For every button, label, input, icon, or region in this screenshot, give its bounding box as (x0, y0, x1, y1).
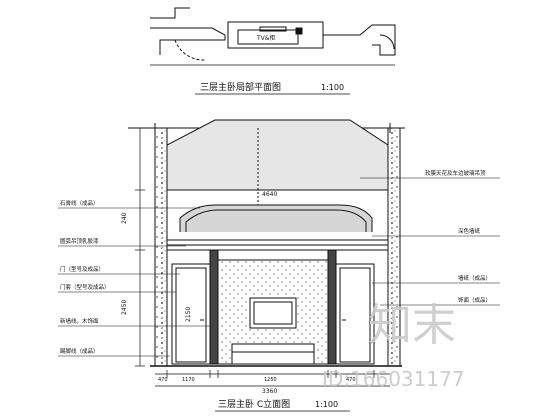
watermark-id: ID:166031177 (322, 367, 465, 391)
dim-bottom-center: 1250 (264, 377, 277, 383)
note-left-5: 新墙线，木饰面 (60, 317, 99, 325)
note-left-6: 踢脚线（成品） (60, 347, 99, 355)
left-annotations: 石膏线（成品） 圆弧吊顶乳胶漆 门（型号及成品） 门套（型号及成品） 新墙线，木… (60, 199, 110, 355)
dim-bottom-left-b: 470 (158, 377, 168, 383)
note-right-1: 软膜天花及车边玻璃吊顶 (425, 169, 486, 177)
note-right-3: 墙纸（成品） (458, 274, 491, 282)
left-dimension-chain (135, 128, 145, 367)
tv-cabinet-label: TV&柜 (256, 34, 275, 42)
note-left-3: 门（型号及成品） (60, 265, 104, 273)
note-left-2: 圆弧吊顶乳胶漆 (60, 237, 99, 245)
partial-floor-plan (150, 7, 396, 61)
elevation-scale: 1:100 (315, 400, 338, 409)
dim-door-height: 2150 (185, 307, 192, 322)
elevation-outline (128, 119, 405, 367)
dim-bottom-left-a: 1170 (182, 377, 195, 383)
watermark-brand: 知末 (368, 300, 456, 351)
note-left-1: 石膏线（成品） (60, 199, 99, 207)
plan-scale: 1:100 (321, 83, 344, 92)
bottom-dimension-chain (155, 370, 390, 387)
dim-bottom-total: 3360 (262, 388, 277, 395)
right-annotation-leaders (360, 177, 500, 306)
note-right-2: 深色墙纸 (458, 227, 481, 235)
dim-left-lower: 2450 (121, 300, 128, 315)
elevation-title: 三层主卧 C立面图 (218, 398, 290, 410)
dim-top-width: 4640 (262, 191, 277, 198)
plan-title: 三层主卧局部平面图 (200, 81, 281, 93)
dim-left-upper: 240 (121, 212, 128, 224)
note-right-4: 饰面（成品） (458, 296, 491, 304)
right-annotations: 软膜天花及车边玻璃吊顶 深色墙纸 墙纸（成品） 饰面（成品） (425, 169, 491, 304)
left-annotation-leaders (58, 207, 212, 357)
note-left-4: 门套（型号及成品） (60, 283, 110, 291)
dim-bottom-right-a: 470 (346, 377, 356, 383)
